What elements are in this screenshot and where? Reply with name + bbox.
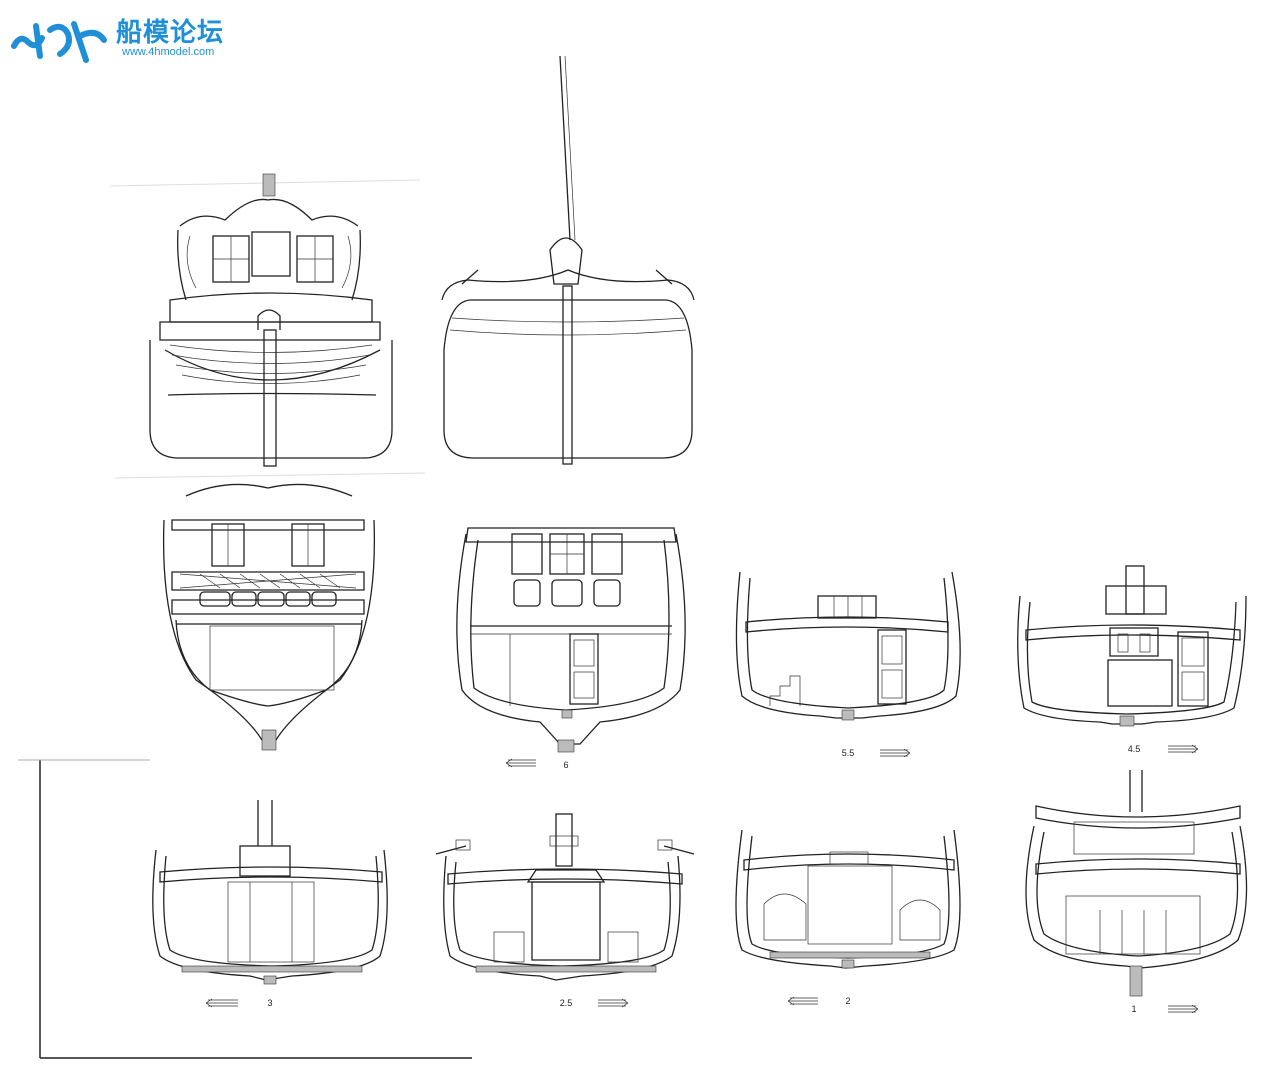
section-label-1: 1 <box>1131 1004 1136 1014</box>
section-label-2.5: 2.5 <box>560 998 573 1008</box>
section-2.5-arrow-right-icon <box>598 998 629 1008</box>
section-3-arrow-left-icon <box>205 998 238 1008</box>
section-1-arrow-right-icon <box>1168 1004 1199 1014</box>
forum-logo: 船模论坛 www.4hmodel.com <box>10 10 240 64</box>
section-2.5 <box>435 813 695 981</box>
section-label-6: 6 <box>563 760 568 770</box>
section-2 <box>735 829 961 969</box>
forum-logo-icon <box>11 21 107 63</box>
section-3 <box>152 800 388 985</box>
section-label-2: 2 <box>845 996 850 1006</box>
section-4.5-arrow-right-icon <box>1168 744 1199 754</box>
section-5.5-arrow-right-icon <box>880 748 911 758</box>
stern-interior-section <box>162 483 376 751</box>
section-label-4.5: 4.5 <box>1128 744 1141 754</box>
stern-elevation <box>149 173 393 467</box>
bow-elevation <box>441 55 695 465</box>
forum-title: 船模论坛 <box>116 18 225 48</box>
section-label-5.5: 5.5 <box>842 748 855 758</box>
forum-url: www.4hmodel.com <box>122 46 215 58</box>
section-6 <box>456 527 686 753</box>
section-label-3: 3 <box>267 998 272 1008</box>
section-6-arrow-left-icon <box>505 758 536 768</box>
section-2-arrow-left-icon <box>787 996 818 1006</box>
section-4.5 <box>1017 565 1247 727</box>
section-1 <box>1025 770 1248 997</box>
section-5.5 <box>735 571 961 721</box>
